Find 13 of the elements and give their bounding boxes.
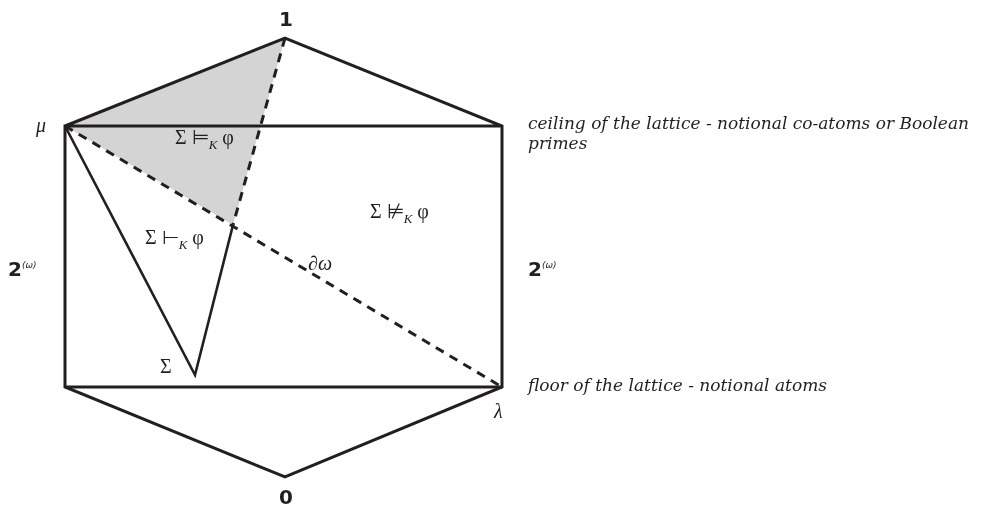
region-label: Σ ⊢$_{K}$ φ [145, 226, 204, 253]
vertex-label: μ [36, 114, 47, 136]
vertex-label: Σ [160, 355, 172, 377]
side-label: 2$^{(ω)}$ [8, 258, 37, 280]
vertex-label: 0 [279, 486, 293, 508]
region-label: Σ ⊨$_{K}$ φ [175, 126, 234, 153]
annotation-note: ceiling of the lattice - notional co-atoms or Boolean primes [528, 114, 970, 154]
line-label: ∂ω [308, 252, 332, 274]
annotation-note: floor of the lattice - notional atoms [528, 376, 828, 396]
region-label: Σ ⊭$_{K}$ φ [370, 200, 429, 227]
vertex-label: λ [494, 400, 503, 422]
vertex-label: 1 [279, 8, 293, 30]
side-label: 2$^{(ω)}$ [528, 258, 557, 280]
